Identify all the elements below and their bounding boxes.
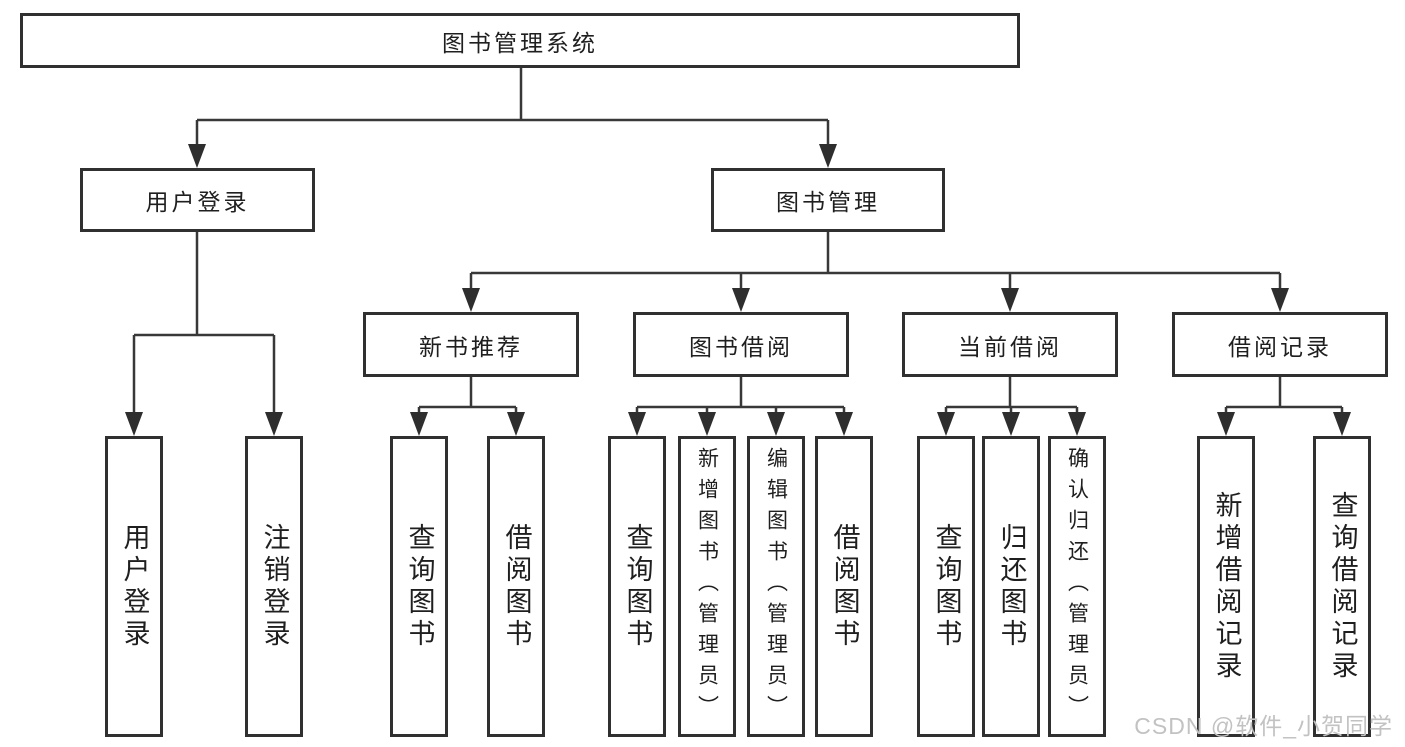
node-current-borrowing: 当前借阅 bbox=[902, 312, 1118, 377]
leaf-add-books-admin: 新增图书（管理员） bbox=[678, 436, 736, 737]
leaf-borrowing-borrow-books: 借阅图书 bbox=[815, 436, 873, 737]
node-user-login: 用户登录 bbox=[80, 168, 315, 232]
leaf-user-login: 用户登录 bbox=[105, 436, 163, 737]
csdn-watermark: CSDN @软件_小贺同学 bbox=[1134, 713, 1393, 739]
leaf-recommend-borrow-books: 借阅图书 bbox=[487, 436, 545, 737]
leaf-logout: 注销登录 bbox=[245, 436, 303, 737]
leaf-add-borrow-record: 新增借阅记录 bbox=[1197, 436, 1255, 737]
leaf-current-query-books: 查询图书 bbox=[917, 436, 975, 737]
node-new-book-recommendation: 新书推荐 bbox=[363, 312, 579, 377]
leaf-confirm-return-admin: 确认归还（管理员） bbox=[1048, 436, 1106, 737]
node-borrowing-records: 借阅记录 bbox=[1172, 312, 1388, 377]
leaf-query-borrow-record: 查询借阅记录 bbox=[1313, 436, 1371, 737]
node-book-borrowing: 图书借阅 bbox=[633, 312, 849, 377]
leaf-recommend-query-books: 查询图书 bbox=[390, 436, 448, 737]
leaf-return-books: 归还图书 bbox=[982, 436, 1040, 737]
leaf-edit-books-admin: 编辑图书（管理员） bbox=[747, 436, 805, 737]
node-book-management: 图书管理 bbox=[711, 168, 945, 232]
leaf-borrowing-query-books: 查询图书 bbox=[608, 436, 666, 737]
node-library-management-system: 图书管理系统 bbox=[20, 13, 1020, 68]
